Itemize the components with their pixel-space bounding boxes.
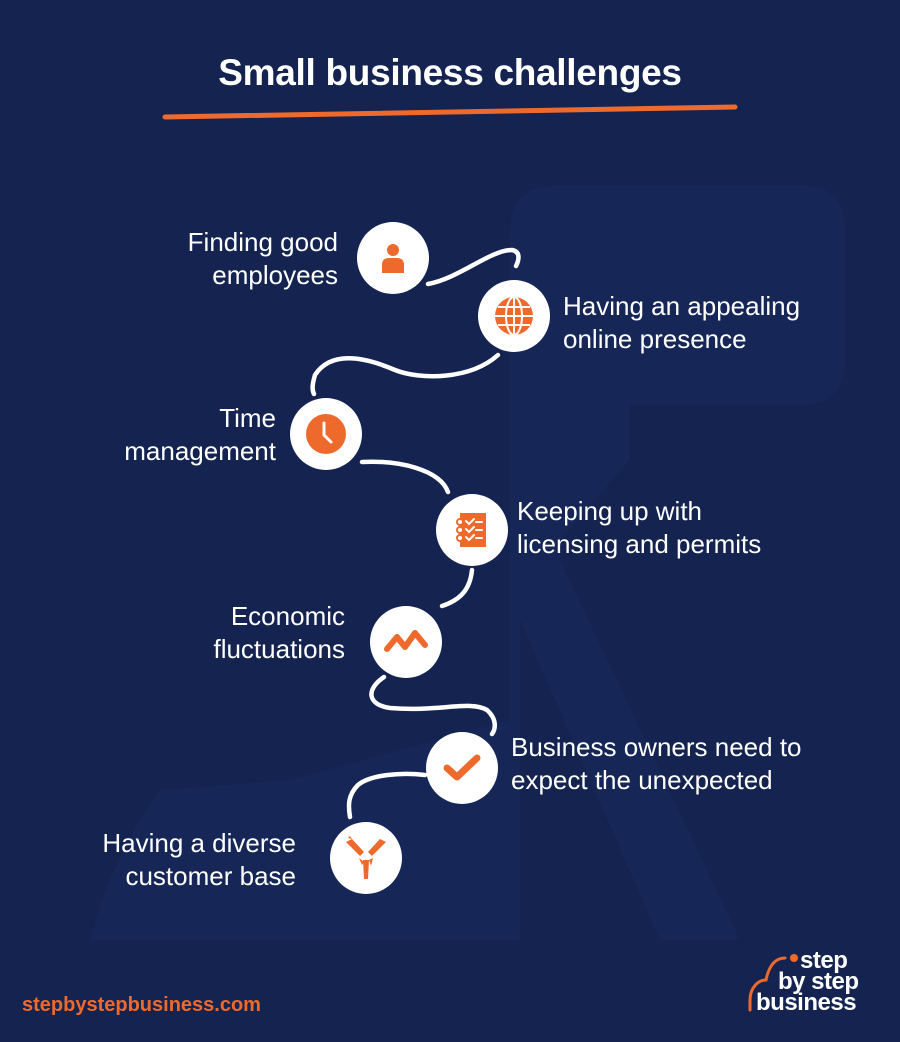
step-label-6: Business owners need to expect the unexp… [511,732,802,795]
website-link[interactable]: stepbystepbusiness.com [22,994,261,1016]
step-node-1 [357,222,429,294]
hands-together-icon [346,836,386,879]
page-title: Small business challenges [218,52,682,93]
step-label-1: Finding good employees [187,227,338,290]
logo-word-2: by step [778,968,859,995]
step-label-7: Having a diverse customer base [102,828,296,891]
zigzag-trend-icon [384,630,428,652]
globe-icon [495,296,533,336]
step-node-5 [370,606,442,678]
step-node-7 [330,822,402,894]
logo-swoosh-icon [748,954,798,1012]
title-underline [162,104,738,120]
step-label-4: Keeping up with licensing and permits [517,496,762,559]
checklist-icon [456,513,486,547]
logo-word-3: business [756,989,857,1016]
step-label-5: Economic fluctuations [213,601,345,664]
logo-word-1: step [800,947,848,974]
step-node-2 [478,280,550,352]
clock-icon [306,414,346,454]
step-node-6 [426,732,498,804]
brand-logo: step by step business [738,947,878,1020]
step-node-3 [290,398,362,470]
person-icon [382,244,404,273]
step-label-3: Time management [124,403,276,466]
checkmark-icon [443,754,481,781]
step-label-2: Having an appealing online presence [563,291,801,354]
step-node-4 [436,494,508,566]
